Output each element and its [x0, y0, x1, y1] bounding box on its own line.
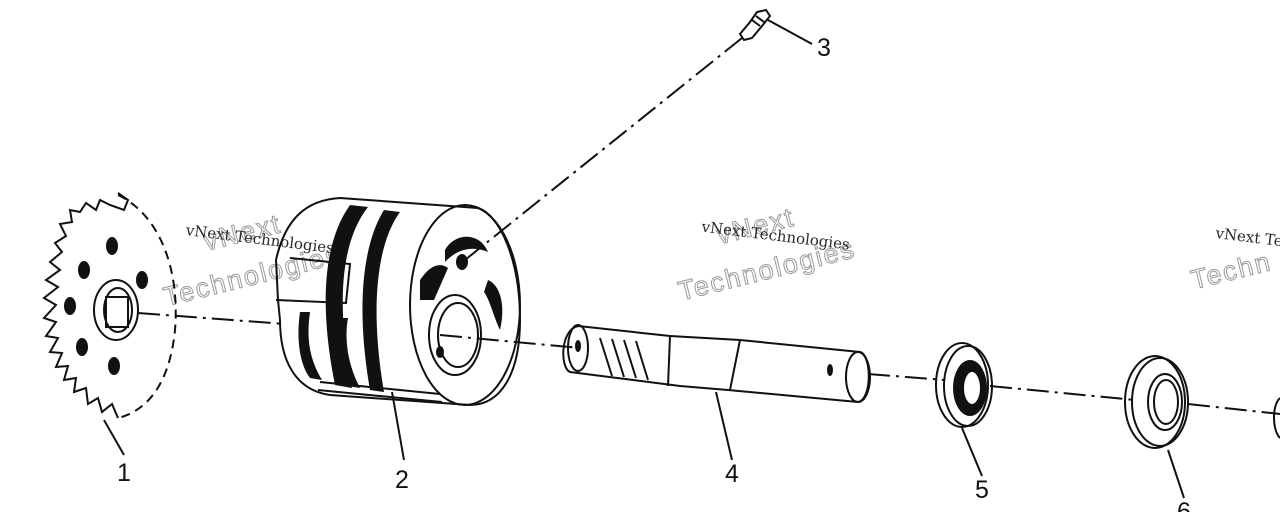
watermark-right: Techn vNext Te: [1187, 224, 1280, 296]
watermark-big-techn: Techn: [1188, 246, 1275, 295]
part-5-bearing: [935, 342, 993, 477]
center-axis: [137, 312, 1280, 415]
part-edge-cropped: [1273, 397, 1280, 439]
callout-1: 1: [117, 459, 131, 487]
part-3-screw: [738, 8, 813, 45]
part-2-pump-housing: [274, 196, 522, 461]
watermark-small-text: vNext Te: [1214, 224, 1280, 250]
callout-3: 3: [817, 34, 831, 62]
part-1-sprocket: [42, 192, 177, 456]
watermark-center: vNext Technologies vNext Technologies: [675, 201, 859, 306]
screw-axis-line: [454, 37, 743, 269]
part-4-shaft: [562, 324, 871, 461]
callout-2: 2: [395, 466, 409, 494]
callout-6: 6: [1177, 498, 1191, 512]
part-6-seal: [1124, 355, 1189, 499]
callout-5: 5: [975, 476, 989, 504]
callout-4: 4: [725, 460, 739, 488]
